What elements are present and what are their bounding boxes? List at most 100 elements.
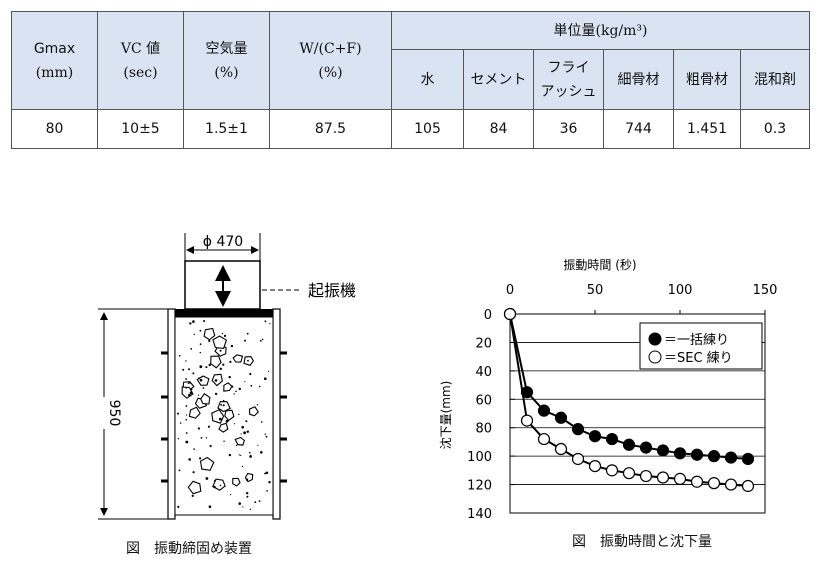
header-unit-content: 単位量(kg/m³) xyxy=(390,11,811,50)
sand-grain xyxy=(187,382,190,384)
sand-grain xyxy=(233,423,236,425)
sand-grain xyxy=(219,484,222,487)
sand-grain xyxy=(222,404,225,407)
data-point-series-1 xyxy=(673,447,687,460)
aggregate-stone xyxy=(218,422,229,433)
y-tick-label: 140 xyxy=(467,507,492,522)
sand-grain xyxy=(182,368,185,371)
y-tick-label: 80 xyxy=(475,422,492,437)
sand-grain xyxy=(199,365,203,369)
header-coarse-aggregate: 粗骨材 xyxy=(673,49,741,110)
y-tick-label: 120 xyxy=(467,479,492,494)
header-cement: セメント xyxy=(463,49,534,110)
aggregate-stone xyxy=(187,480,202,495)
sand-grain xyxy=(240,433,242,435)
sand-grain xyxy=(235,444,238,447)
sand-grain xyxy=(249,508,252,510)
sand-grain xyxy=(223,440,225,442)
cell-air: 1.5±1 xyxy=(183,109,270,149)
header-gmax: Gmax(mm) xyxy=(11,11,98,110)
sand-grain xyxy=(240,454,242,456)
sand-grain xyxy=(241,425,244,429)
sand-grain xyxy=(250,384,253,387)
sand-grain xyxy=(264,433,266,435)
sand-grain xyxy=(257,444,259,446)
sand-grain xyxy=(205,366,208,369)
aggregate-stone xyxy=(248,406,260,417)
sand-grain xyxy=(220,403,223,406)
sand-grain xyxy=(209,444,212,448)
sand-grain xyxy=(221,332,224,335)
sand-grain xyxy=(223,334,227,337)
data-point-series-1 xyxy=(707,450,721,463)
header-fine-aggregate: 細骨材 xyxy=(603,49,674,110)
vibrator-label: 起振機 xyxy=(308,281,356,300)
sand-grain xyxy=(177,438,179,440)
sand-grain xyxy=(219,367,222,370)
sand-grain xyxy=(267,370,270,372)
sand-grain xyxy=(188,458,191,461)
aggregate-stone xyxy=(224,409,235,422)
cell-fine-aggregate: 744 xyxy=(603,109,674,149)
sand-grain xyxy=(214,379,218,382)
sand-grain xyxy=(264,377,267,380)
sand-grain xyxy=(213,480,216,482)
header-admixture: 混和剤 xyxy=(739,49,811,110)
sand-grain xyxy=(222,363,225,366)
sand-grain xyxy=(238,387,241,391)
cell-vc: 10±5 xyxy=(97,109,184,149)
sand-grain xyxy=(199,329,202,332)
sand-grain xyxy=(200,437,203,439)
data-point-series-1 xyxy=(520,386,534,399)
sand-grain xyxy=(199,351,201,354)
sand-grain xyxy=(199,378,203,382)
sand-grain xyxy=(185,387,187,389)
data-point-series-1 xyxy=(537,404,551,417)
sand-grain xyxy=(246,492,249,495)
data-point-series-1 xyxy=(571,423,585,436)
data-point-series-2 xyxy=(639,469,653,483)
data-point-series-2 xyxy=(707,477,721,490)
header-water: 水 xyxy=(391,49,464,110)
sand-grain xyxy=(178,469,181,472)
cell-cement: 84 xyxy=(463,109,534,149)
sand-grain xyxy=(188,393,191,397)
aggregate-stone xyxy=(203,327,216,341)
sand-grain xyxy=(179,422,182,424)
sand-grain xyxy=(197,394,200,396)
height-label: 950 xyxy=(106,400,122,427)
sand-grain xyxy=(205,437,208,439)
y-tick-label: 60 xyxy=(475,393,492,408)
sand-grain xyxy=(219,417,222,421)
sand-grain xyxy=(185,360,187,362)
sand-grain xyxy=(197,427,200,430)
sand-grain xyxy=(264,472,266,475)
aggregate-stone xyxy=(196,375,210,386)
y-tick-label: 20 xyxy=(475,336,492,351)
cell-admixture: 0.3 xyxy=(739,109,811,149)
sand-grain xyxy=(256,404,259,406)
sand-grain xyxy=(243,431,247,435)
header-vc: VC 値(sec) xyxy=(97,11,184,110)
x-tick-label: 100 xyxy=(668,283,693,298)
sand-grain xyxy=(260,451,263,454)
sand-grain xyxy=(245,420,248,423)
sand-grain xyxy=(185,378,187,380)
sand-grain xyxy=(185,418,188,421)
sand-grain xyxy=(244,381,246,383)
cell-water: 105 xyxy=(391,109,464,149)
sand-grain xyxy=(185,405,188,407)
sand-grain xyxy=(203,320,206,322)
sand-grain xyxy=(199,457,202,460)
data-point-series-1 xyxy=(554,411,568,424)
data-point-series-2 xyxy=(656,471,670,484)
y-tick-label: 40 xyxy=(475,365,492,380)
sand-grain xyxy=(229,360,232,363)
sand-grain xyxy=(208,505,212,509)
sand-grain xyxy=(230,344,234,348)
cell-coarse-aggregate: 1.451 xyxy=(673,109,741,149)
sand-grain xyxy=(222,399,225,402)
data-point-series-2 xyxy=(622,467,636,480)
aggregate-stone xyxy=(210,355,222,369)
sand-grain xyxy=(189,381,191,384)
